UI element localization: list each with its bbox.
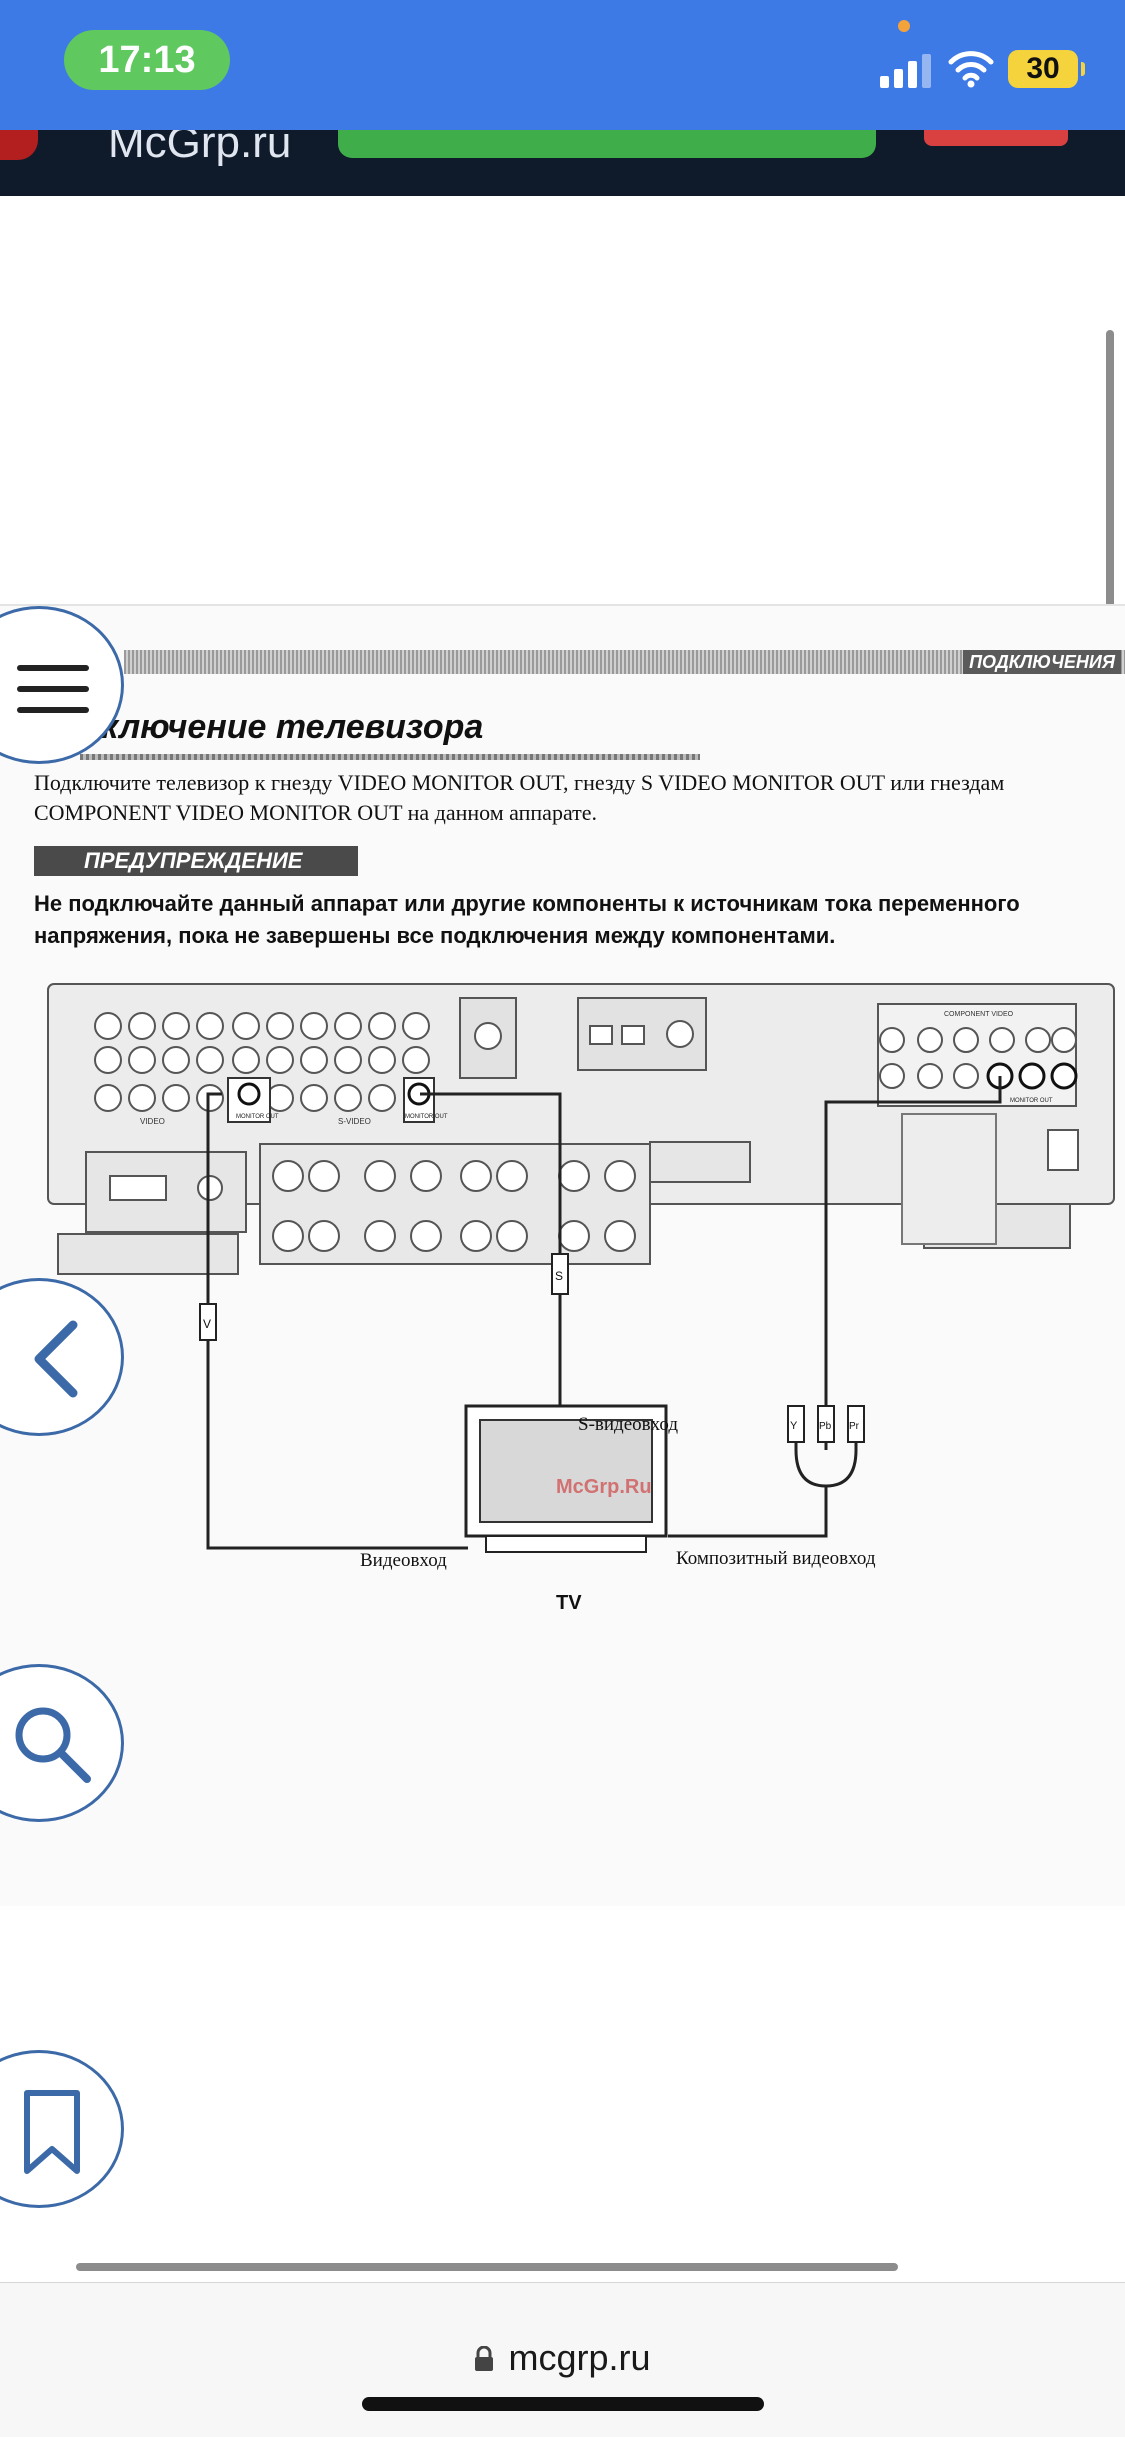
- chevron-left-icon: [34, 1320, 78, 1398]
- site-logo[interactable]: McGrp.ru: [108, 130, 292, 167]
- document-intro: Подключите телевизор к гнезду VIDEO MONI…: [34, 770, 1005, 825]
- signal-icon: [880, 52, 934, 88]
- receiver-tv-diagram-svg: MONITOR OUT MONITOR OUT VIDEO S-VIDEO: [47, 983, 1115, 1553]
- address-bar[interactable]: mcgrp.ru: [0, 2337, 1125, 2379]
- video-monitor-out-jack: [237, 1082, 261, 1106]
- component-video-label: COMPONENT VIDEO: [944, 1011, 1014, 1018]
- lock-icon: [475, 2346, 494, 2371]
- svg-text:Pb: Pb: [819, 1421, 832, 1432]
- title-underline: [80, 754, 700, 760]
- horizontal-scrollbar[interactable]: [76, 2263, 898, 2271]
- status-bar: 17:13 30: [0, 0, 1125, 130]
- document-title: дключение телевизора: [80, 708, 484, 746]
- receiver-foot-left: [57, 1233, 239, 1275]
- search-icon: [15, 1707, 91, 1783]
- s-video-input-label: S-видеовход: [578, 1414, 679, 1435]
- warning-label: ПРЕДУПРЕЖДЕНИЕ: [34, 846, 358, 876]
- component-plugs: [787, 1405, 865, 1443]
- svg-text:S: S: [555, 1269, 563, 1283]
- video-label: VIDEO: [140, 1117, 165, 1126]
- battery-icon: 30: [1008, 50, 1085, 88]
- svg-text:Y: Y: [790, 1420, 798, 1432]
- component-monitor-out-label: MONITOR OUT: [1010, 1098, 1053, 1104]
- privacy-indicator-dot: [898, 20, 910, 32]
- video-monitor-out-label: MONITOR OUT: [236, 1114, 279, 1120]
- video-plug: V: [199, 1303, 217, 1341]
- tv-stand: [485, 1535, 647, 1553]
- document-page: ПОДКЛЮЧЕНИЯ дключение телевизора Подключ…: [0, 604, 1125, 1906]
- site-header: McGrp.ru: [0, 130, 1125, 196]
- video-jack-grid: [94, 1012, 430, 1112]
- component-input-label: Композитный видеовход: [676, 1548, 876, 1569]
- clock-time[interactable]: 17:13: [64, 30, 230, 90]
- section-label: ПОДКЛЮЧЕНИЯ: [963, 650, 1121, 674]
- vertical-scrollbar[interactable]: [1106, 330, 1114, 696]
- svg-text:Pr: Pr: [849, 1421, 860, 1432]
- header-red-button[interactable]: [924, 130, 1068, 146]
- bookmark-button[interactable]: [0, 2050, 124, 2208]
- tv-screen: [479, 1419, 653, 1523]
- svg-text:V: V: [203, 1317, 211, 1331]
- s-video-plug: S: [551, 1253, 569, 1295]
- browser-bottom-bar: mcgrp.ru: [0, 2282, 1125, 2437]
- url-text: mcgrp.ru: [508, 2337, 651, 2378]
- menu-icon: [17, 665, 89, 713]
- speaker-terminals: [259, 1143, 651, 1265]
- header-logo-mark[interactable]: [0, 130, 38, 160]
- watermark: McGrp.Ru: [556, 1476, 652, 1498]
- video-input-label: Видеовход: [360, 1550, 447, 1571]
- wifi-icon: [948, 51, 994, 88]
- bookmark-icon: [24, 2090, 80, 2174]
- home-indicator[interactable]: [362, 2397, 764, 2411]
- connection-diagram: MONITOR OUT MONITOR OUT VIDEO S-VIDEO: [0, 966, 1125, 1726]
- s-video-monitor-out-label: MONITOR OUT: [405, 1114, 448, 1120]
- warning-text: Не подключайте данный аппарат или другие…: [34, 891, 1020, 948]
- section-strip: [124, 650, 1125, 674]
- header-green-button[interactable]: [338, 130, 876, 158]
- s-video-label: S-VIDEO: [338, 1117, 371, 1126]
- component-video-panel: [877, 1003, 1077, 1107]
- tv-label: TV: [556, 1592, 582, 1614]
